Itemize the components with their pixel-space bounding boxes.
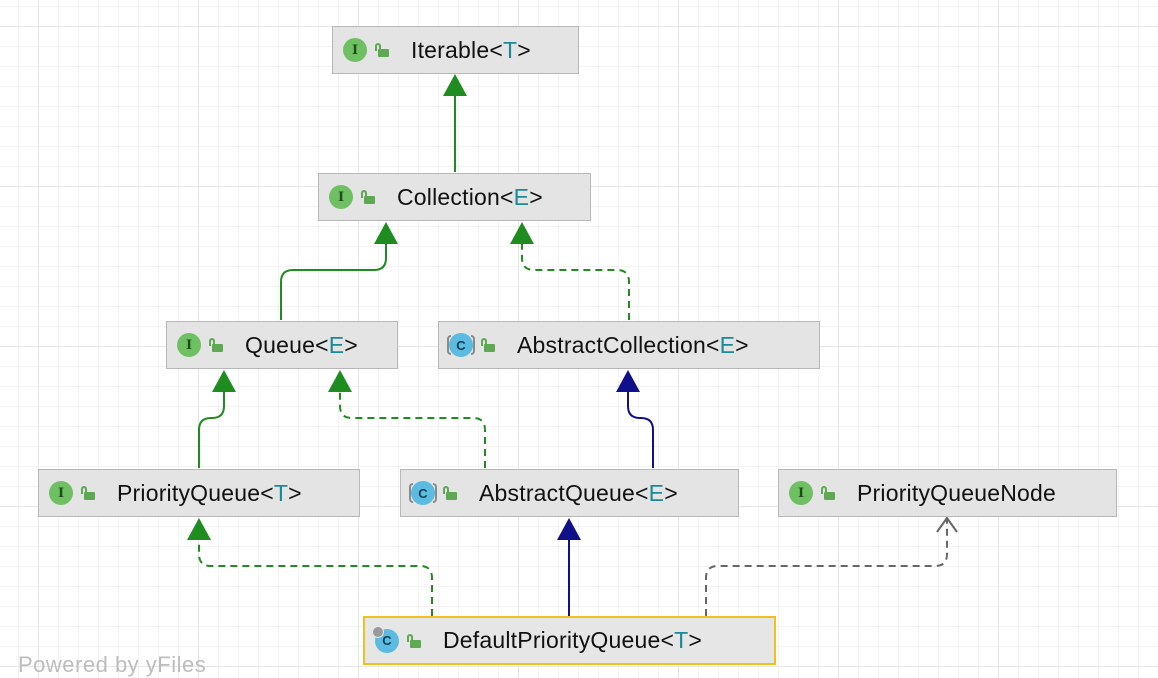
public-access-icon <box>375 43 389 57</box>
arrowhead-collection-left <box>374 222 398 244</box>
edge-queue-extends-collection <box>280 244 387 320</box>
public-access-icon <box>407 633 421 648</box>
public-access-icon <box>209 338 223 352</box>
arrowhead-iterable <box>443 74 467 96</box>
node-label: PriorityQueueNode <box>857 479 1057 506</box>
node-label: AbstractCollection<E> <box>517 331 749 358</box>
arrowhead-abstractcollection <box>616 370 640 392</box>
public-access-icon <box>821 486 835 500</box>
node-abstract-queue[interactable]: C AbstractQueue<E> <box>400 469 739 517</box>
interface-icon: I <box>329 185 353 209</box>
edge-priorityqueue-extends-queue <box>198 392 225 468</box>
node-label: PriorityQueue<T> <box>117 479 302 506</box>
arrowhead-collection-right <box>510 222 534 244</box>
node-label: DefaultPriorityQueue<T> <box>443 627 703 653</box>
interface-icon: I <box>49 481 73 505</box>
node-label: Collection<E> <box>397 183 543 210</box>
edge-abstractqueue-implements-queue <box>339 392 486 468</box>
interface-icon: I <box>343 38 367 62</box>
node-queue[interactable]: I Queue<E> <box>166 321 398 369</box>
public-access-icon <box>81 486 95 500</box>
arrowhead-queue-left <box>212 370 236 392</box>
node-priority-queue[interactable]: I PriorityQueue<T> <box>38 469 360 517</box>
arrowhead-abstractqueue <box>557 518 581 540</box>
node-label: AbstractQueue<E> <box>479 479 678 506</box>
public-access-icon <box>443 486 457 500</box>
arrowhead-queue-right <box>328 370 352 392</box>
yfiles-watermark: Powered by yFiles <box>18 652 207 677</box>
node-collection[interactable]: I Collection<E> <box>318 173 591 221</box>
final-badge-icon <box>372 625 384 638</box>
arrowhead-priorityqueuenode <box>936 516 958 533</box>
node-iterable[interactable]: I Iterable<T> <box>332 26 579 74</box>
abstract-class-icon: C <box>447 333 475 357</box>
edge-defaultpq-implements-priorityqueuenode <box>705 518 948 616</box>
public-access-icon <box>361 190 375 204</box>
class-icon: C <box>372 625 399 653</box>
public-access-icon <box>481 338 495 352</box>
node-abstract-collection[interactable]: C AbstractCollection<E> <box>438 321 820 369</box>
interface-icon: I <box>177 333 201 357</box>
edge-abstractcollection-implements-collection <box>521 244 630 320</box>
arrowhead-priorityqueue <box>187 518 211 540</box>
interface-icon: I <box>789 481 813 505</box>
edge-defaultpq-implements-priorityqueue <box>198 540 433 616</box>
node-label: Queue<E> <box>245 331 358 358</box>
node-default-priority-queue[interactable]: C DefaultPriorityQueue<T> <box>363 616 776 665</box>
abstract-class-icon: C <box>409 481 437 505</box>
edge-abstractqueue-extends-abstractcollection <box>627 392 654 468</box>
node-label: Iterable<T> <box>411 36 531 63</box>
node-priority-queue-node[interactable]: I PriorityQueueNode <box>778 469 1117 517</box>
